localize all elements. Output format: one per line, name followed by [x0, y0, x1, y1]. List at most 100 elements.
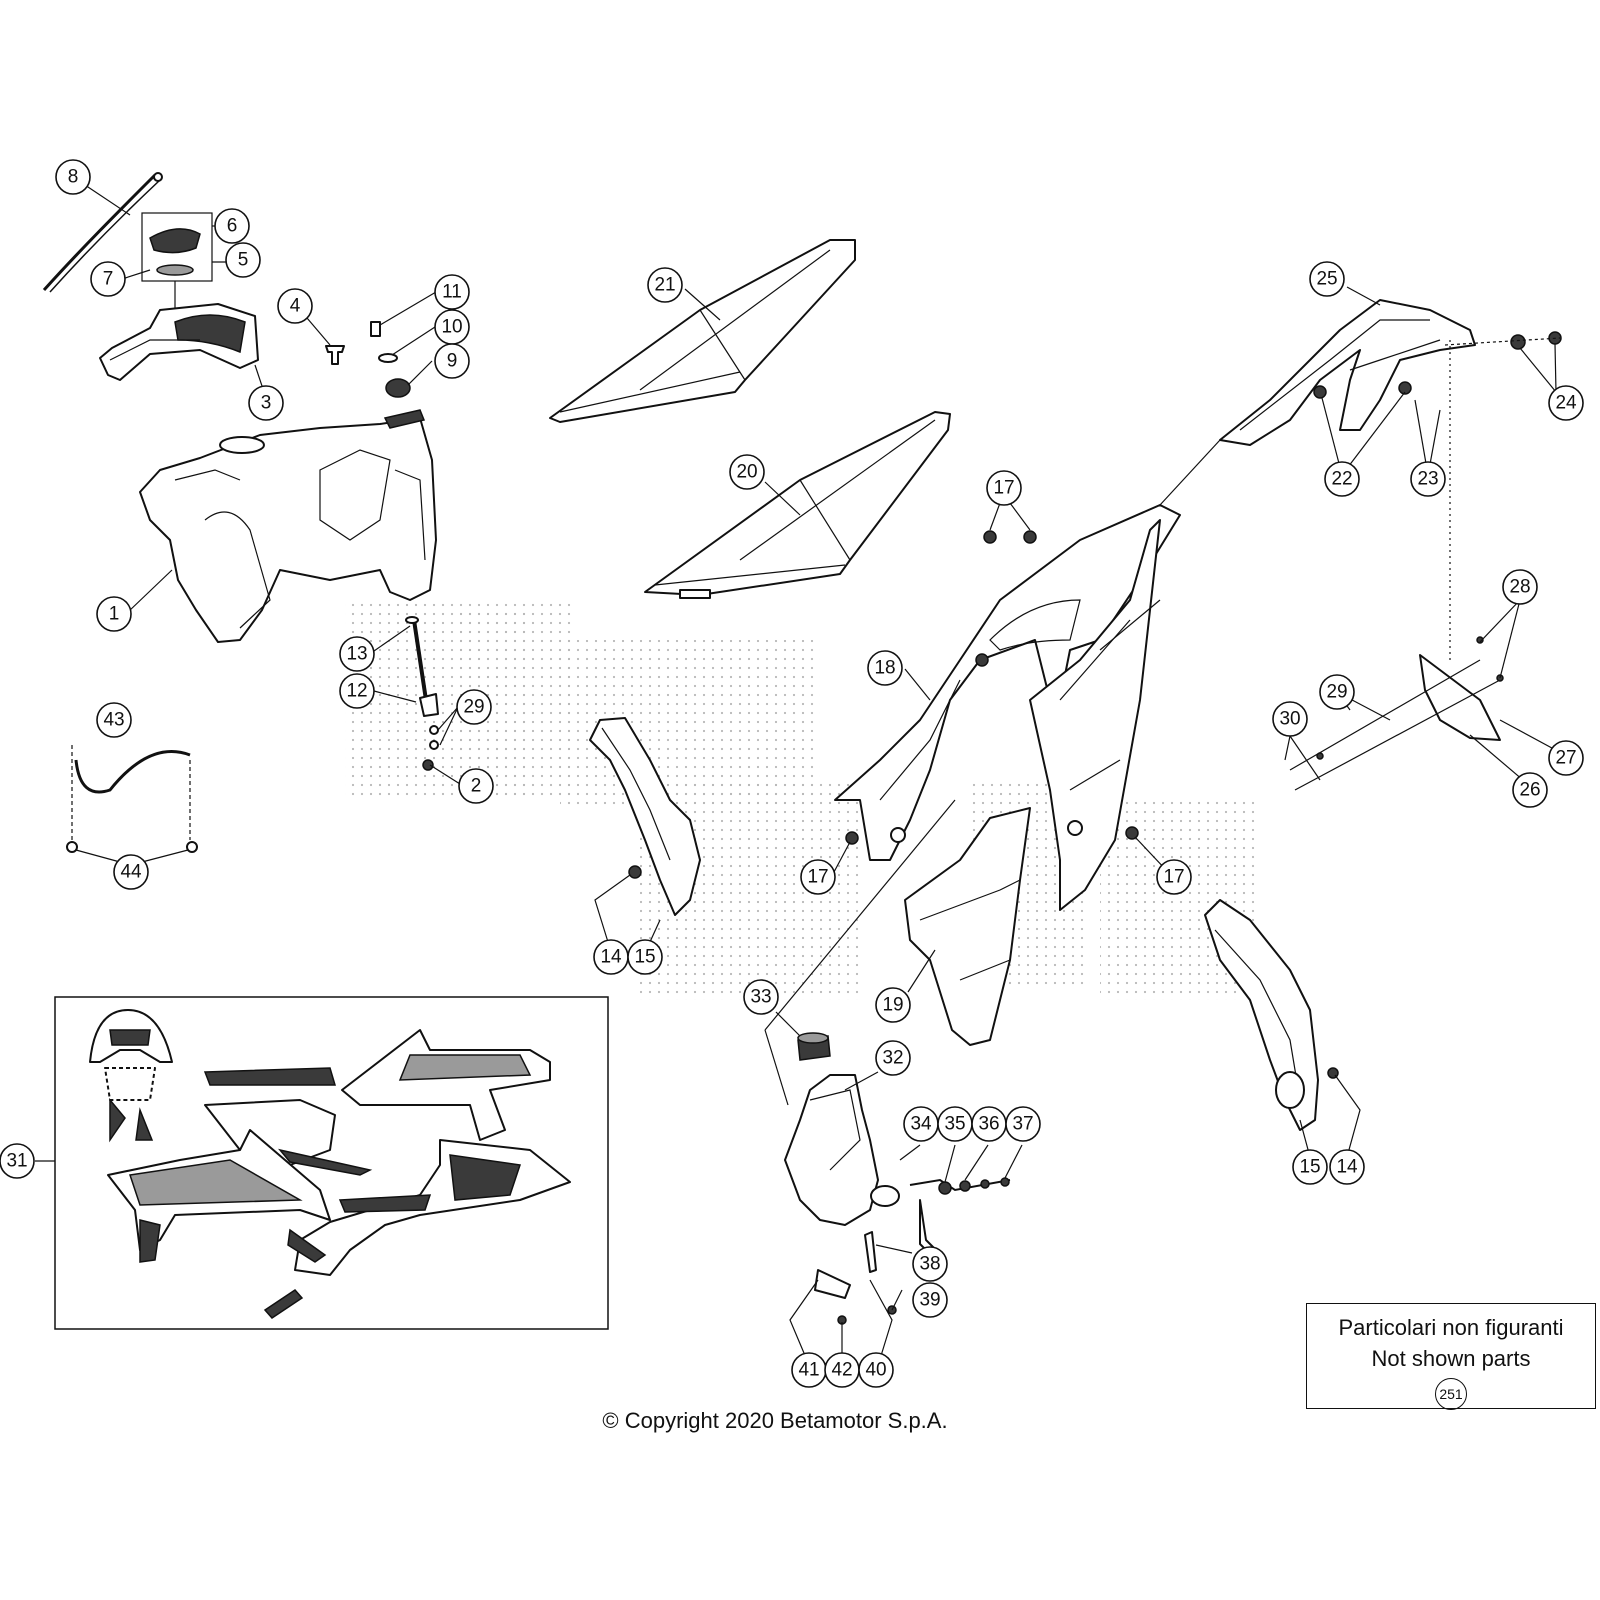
svg-text:26: 26	[1519, 780, 1540, 801]
svg-text:3: 3	[261, 393, 272, 414]
callout-25: 25	[1309, 261, 1345, 297]
callout-14-right: 14	[1329, 1149, 1365, 1185]
svg-text:24: 24	[1555, 393, 1577, 414]
svg-text:39: 39	[919, 1290, 940, 1311]
callout-44: 44	[113, 854, 149, 890]
air-box-fasteners-part	[814, 1177, 1011, 1325]
decal-kit-part	[35, 996, 609, 1330]
callout-7: 7	[90, 261, 126, 297]
frame-guard-left-part	[589, 717, 701, 916]
callout-29: 29	[456, 689, 492, 725]
callout-15-left: 15	[627, 939, 663, 975]
svg-text:31: 31	[6, 1151, 27, 1172]
callout-1: 1	[96, 596, 132, 632]
callout-17-top: 17	[986, 470, 1022, 506]
svg-text:14: 14	[600, 947, 622, 968]
air-box-part	[784, 1032, 900, 1226]
callout-18: 18	[867, 650, 903, 686]
svg-text:15: 15	[1299, 1157, 1320, 1178]
frame-guard-right-part	[1204, 899, 1339, 1131]
callout-21: 21	[647, 267, 683, 303]
svg-text:37: 37	[1012, 1114, 1033, 1135]
svg-text:36: 36	[978, 1114, 999, 1135]
callout-layer: 8 6 7 5 3 4 11 10 9 1 13 12 29 2 43 44 2…	[0, 159, 1584, 1388]
svg-text:14: 14	[1336, 1157, 1358, 1178]
tank-cover-part	[99, 303, 259, 381]
callout-36: 36	[971, 1106, 1007, 1142]
svg-text:12: 12	[346, 681, 367, 702]
callout-30: 30	[1272, 701, 1308, 737]
callout-39: 39	[912, 1282, 948, 1318]
callout-31: 31	[0, 1143, 35, 1179]
callout-4: 4	[277, 288, 313, 324]
callout-29-right: 29	[1319, 674, 1355, 710]
callout-43: 43	[96, 702, 132, 738]
callout-17-right: 17	[1156, 859, 1192, 895]
callout-6: 6	[214, 208, 250, 244]
callout-32: 32	[875, 1040, 911, 1076]
leader-lines	[75, 184, 1564, 1373]
callout-41: 41	[791, 1352, 827, 1388]
callout-17-left: 17	[800, 859, 836, 895]
svg-text:28: 28	[1509, 577, 1530, 598]
callout-14-left: 14	[593, 939, 629, 975]
svg-text:38: 38	[919, 1254, 940, 1275]
svg-text:35: 35	[944, 1114, 965, 1135]
callout-5: 5	[225, 242, 261, 278]
callout-27: 27	[1548, 740, 1584, 776]
fuel-cap-part	[141, 212, 213, 310]
callout-24: 24	[1548, 385, 1584, 421]
hose-part	[66, 745, 198, 853]
svg-text:18: 18	[874, 658, 895, 679]
svg-text:20: 20	[736, 462, 757, 483]
svg-text:4: 4	[290, 296, 301, 317]
svg-text:32: 32	[882, 1048, 903, 1069]
seat-20-part	[644, 411, 951, 599]
svg-text:7: 7	[103, 269, 114, 290]
vent-hose-part	[42, 172, 163, 293]
svg-text:19: 19	[882, 995, 903, 1016]
tank-strap-part	[405, 616, 439, 771]
callout-8: 8	[55, 159, 91, 195]
svg-text:34: 34	[910, 1114, 932, 1135]
callout-20: 20	[729, 454, 765, 490]
callout-15-right: 15	[1292, 1149, 1328, 1185]
svg-text:6: 6	[227, 216, 238, 237]
callout-19: 19	[875, 987, 911, 1023]
callout-35: 35	[937, 1106, 973, 1142]
svg-text:5: 5	[238, 250, 249, 271]
callout-26: 26	[1512, 772, 1548, 808]
svg-text:9: 9	[447, 351, 458, 372]
side-panel-part	[1029, 519, 1161, 911]
svg-text:2: 2	[471, 776, 482, 797]
seat-21-part	[549, 239, 856, 423]
not-shown-parts-box: Particolari non figuranti Not shown part…	[1306, 1303, 1596, 1410]
callout-22: 22	[1324, 461, 1360, 497]
callout-23: 23	[1410, 461, 1446, 497]
svg-text:10: 10	[441, 317, 462, 338]
copyright-text: © Copyright 2020 Betamotor S.p.A.	[602, 1408, 948, 1433]
svg-text:29: 29	[463, 697, 484, 718]
svg-text:13: 13	[346, 644, 367, 665]
not-shown-italian-label: Particolari non figuranti	[1338, 1315, 1564, 1340]
tank-fasteners-part	[325, 321, 411, 398]
svg-text:21: 21	[654, 275, 675, 296]
side-plate-part	[904, 807, 1031, 1046]
svg-text:29: 29	[1326, 682, 1347, 703]
callout-13: 13	[339, 636, 375, 672]
svg-text:17: 17	[807, 867, 828, 888]
svg-text:17: 17	[1163, 867, 1184, 888]
svg-text:40: 40	[865, 1360, 886, 1381]
svg-text:33: 33	[750, 987, 771, 1008]
not-shown-english-label: Not shown parts	[1371, 1346, 1531, 1371]
callout-40: 40	[858, 1352, 894, 1388]
svg-text:11: 11	[442, 282, 462, 303]
plate-bracket-part	[1289, 340, 1504, 791]
svg-text:44: 44	[120, 862, 142, 883]
callout-12: 12	[339, 673, 375, 709]
callout-38: 38	[912, 1246, 948, 1282]
svg-text:30: 30	[1279, 709, 1300, 730]
svg-text:22: 22	[1331, 469, 1352, 490]
not-shown-part-number-badge: 251	[1435, 1378, 1467, 1410]
